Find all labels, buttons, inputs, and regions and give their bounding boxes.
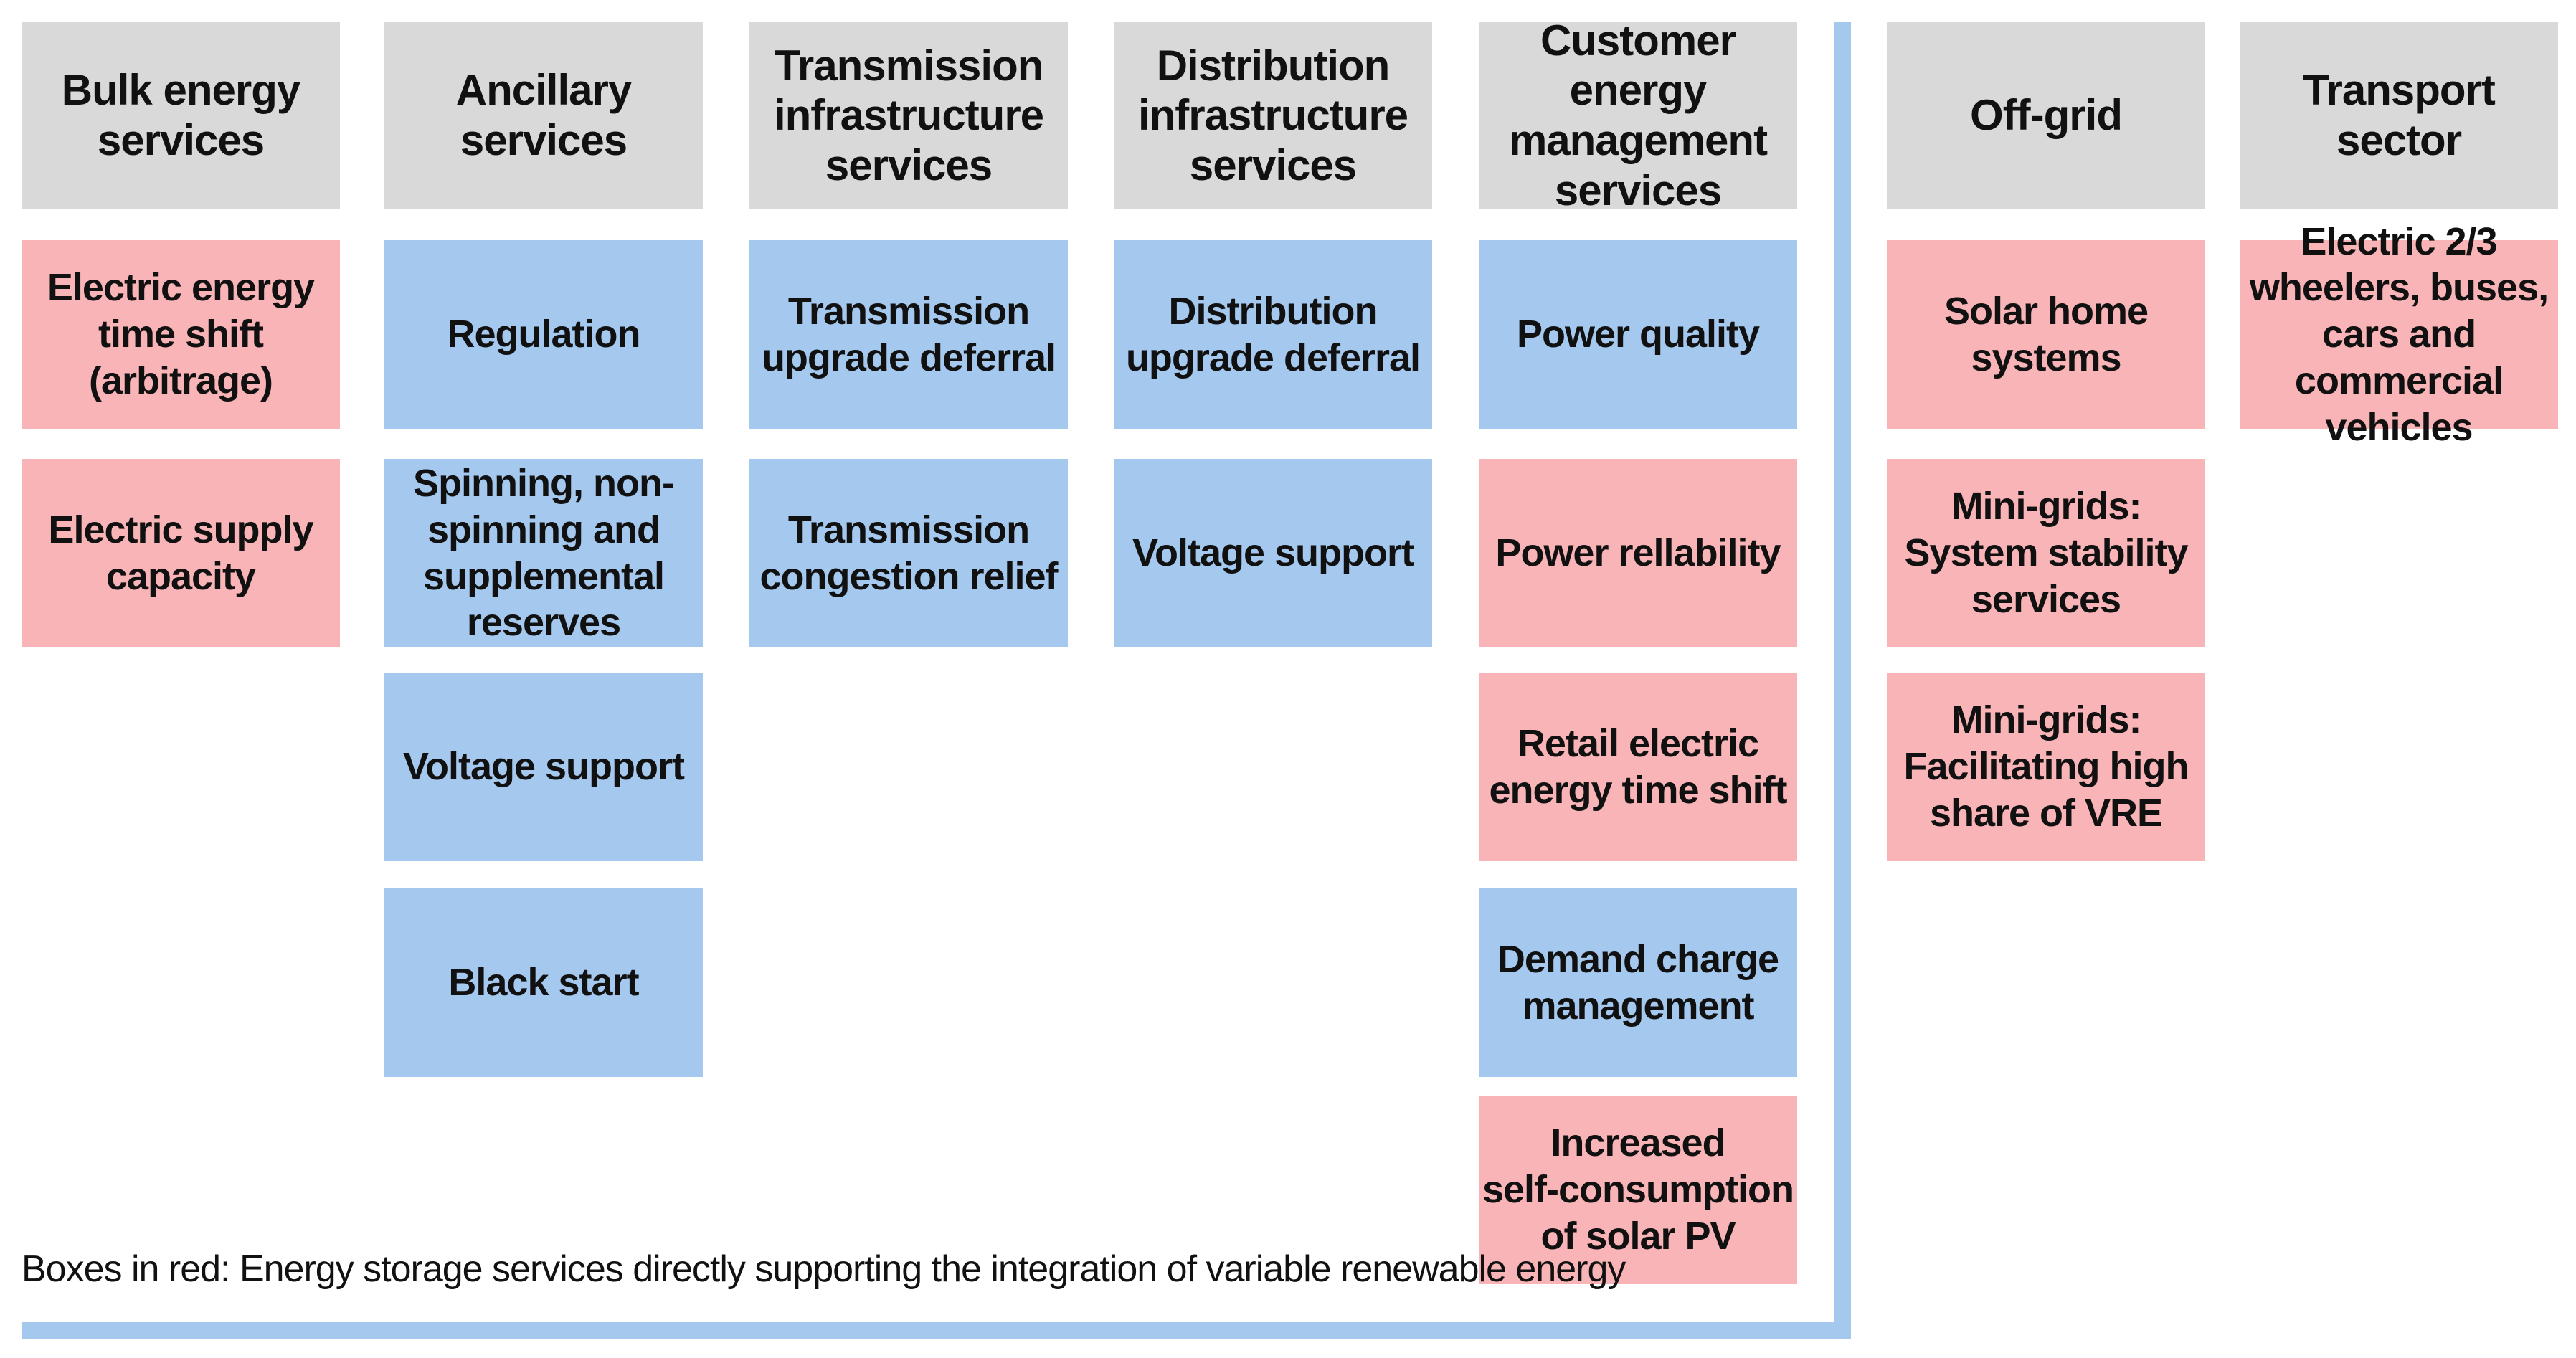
service-box-increased-self-consumption: Increased self-consumption of solar PV	[1479, 1096, 1797, 1284]
service-box-mini-grids-system-stability: Mini-grids: System stability services	[1887, 459, 2205, 647]
divider-horizontal	[22, 1322, 1851, 1339]
service-box-voltage-support-ancillary: Voltage support	[384, 673, 703, 861]
footnote-legend: Boxes in red: Energy storage services di…	[22, 1248, 1626, 1290]
column-header-customer-energy-management-services: Customer energy management services	[1479, 16, 1797, 214]
service-box-electric-energy-time-shift: Electric energy time shift (arbitrage)	[22, 240, 340, 429]
service-box-retail-electric-energy-time-shift: Retail electric energy time shift	[1479, 673, 1797, 861]
service-box-solar-home-systems: Solar home systems	[1887, 240, 2205, 429]
column-header-distribution-infrastructure-services: Distribution infrastructure services	[1114, 22, 1432, 209]
column-header-transport-sector: Transport sector	[2240, 22, 2558, 209]
service-box-power-reliability: Power rellability	[1479, 459, 1797, 647]
service-box-black-start: Black start	[384, 888, 703, 1077]
service-box-electric-vehicles: Electric 2/3 wheelers, buses, cars and c…	[2240, 220, 2558, 449]
service-box-demand-charge-management: Demand charge management	[1479, 888, 1797, 1077]
service-box-electric-supply-capacity: Electric supply capacity	[22, 459, 340, 647]
service-box-voltage-support-distribution: Voltage support	[1114, 459, 1432, 647]
service-box-transmission-congestion-relief: Transmission congestion relief	[749, 459, 1068, 647]
divider-vertical	[1834, 22, 1851, 1339]
column-header-transmission-infrastructure-services: Transmission infrastructure services	[749, 22, 1068, 209]
service-box-regulation: Regulation	[384, 240, 703, 429]
service-box-spinning-reserves: Spinning, non- spinning and supplemental…	[384, 459, 703, 647]
service-box-mini-grids-high-share-vre: Mini-grids: Facilitating high share of V…	[1887, 673, 2205, 861]
column-header-bulk-energy-services: Bulk energy services	[22, 22, 340, 209]
column-header-off-grid: Off-grid	[1887, 22, 2205, 209]
service-box-transmission-upgrade-deferral: Transmission upgrade deferral	[749, 240, 1068, 429]
service-box-distribution-upgrade-deferral: Distribution upgrade deferral	[1114, 240, 1432, 429]
service-box-power-quality: Power quality	[1479, 240, 1797, 429]
column-header-ancillary-services: Ancillary services	[384, 22, 703, 209]
